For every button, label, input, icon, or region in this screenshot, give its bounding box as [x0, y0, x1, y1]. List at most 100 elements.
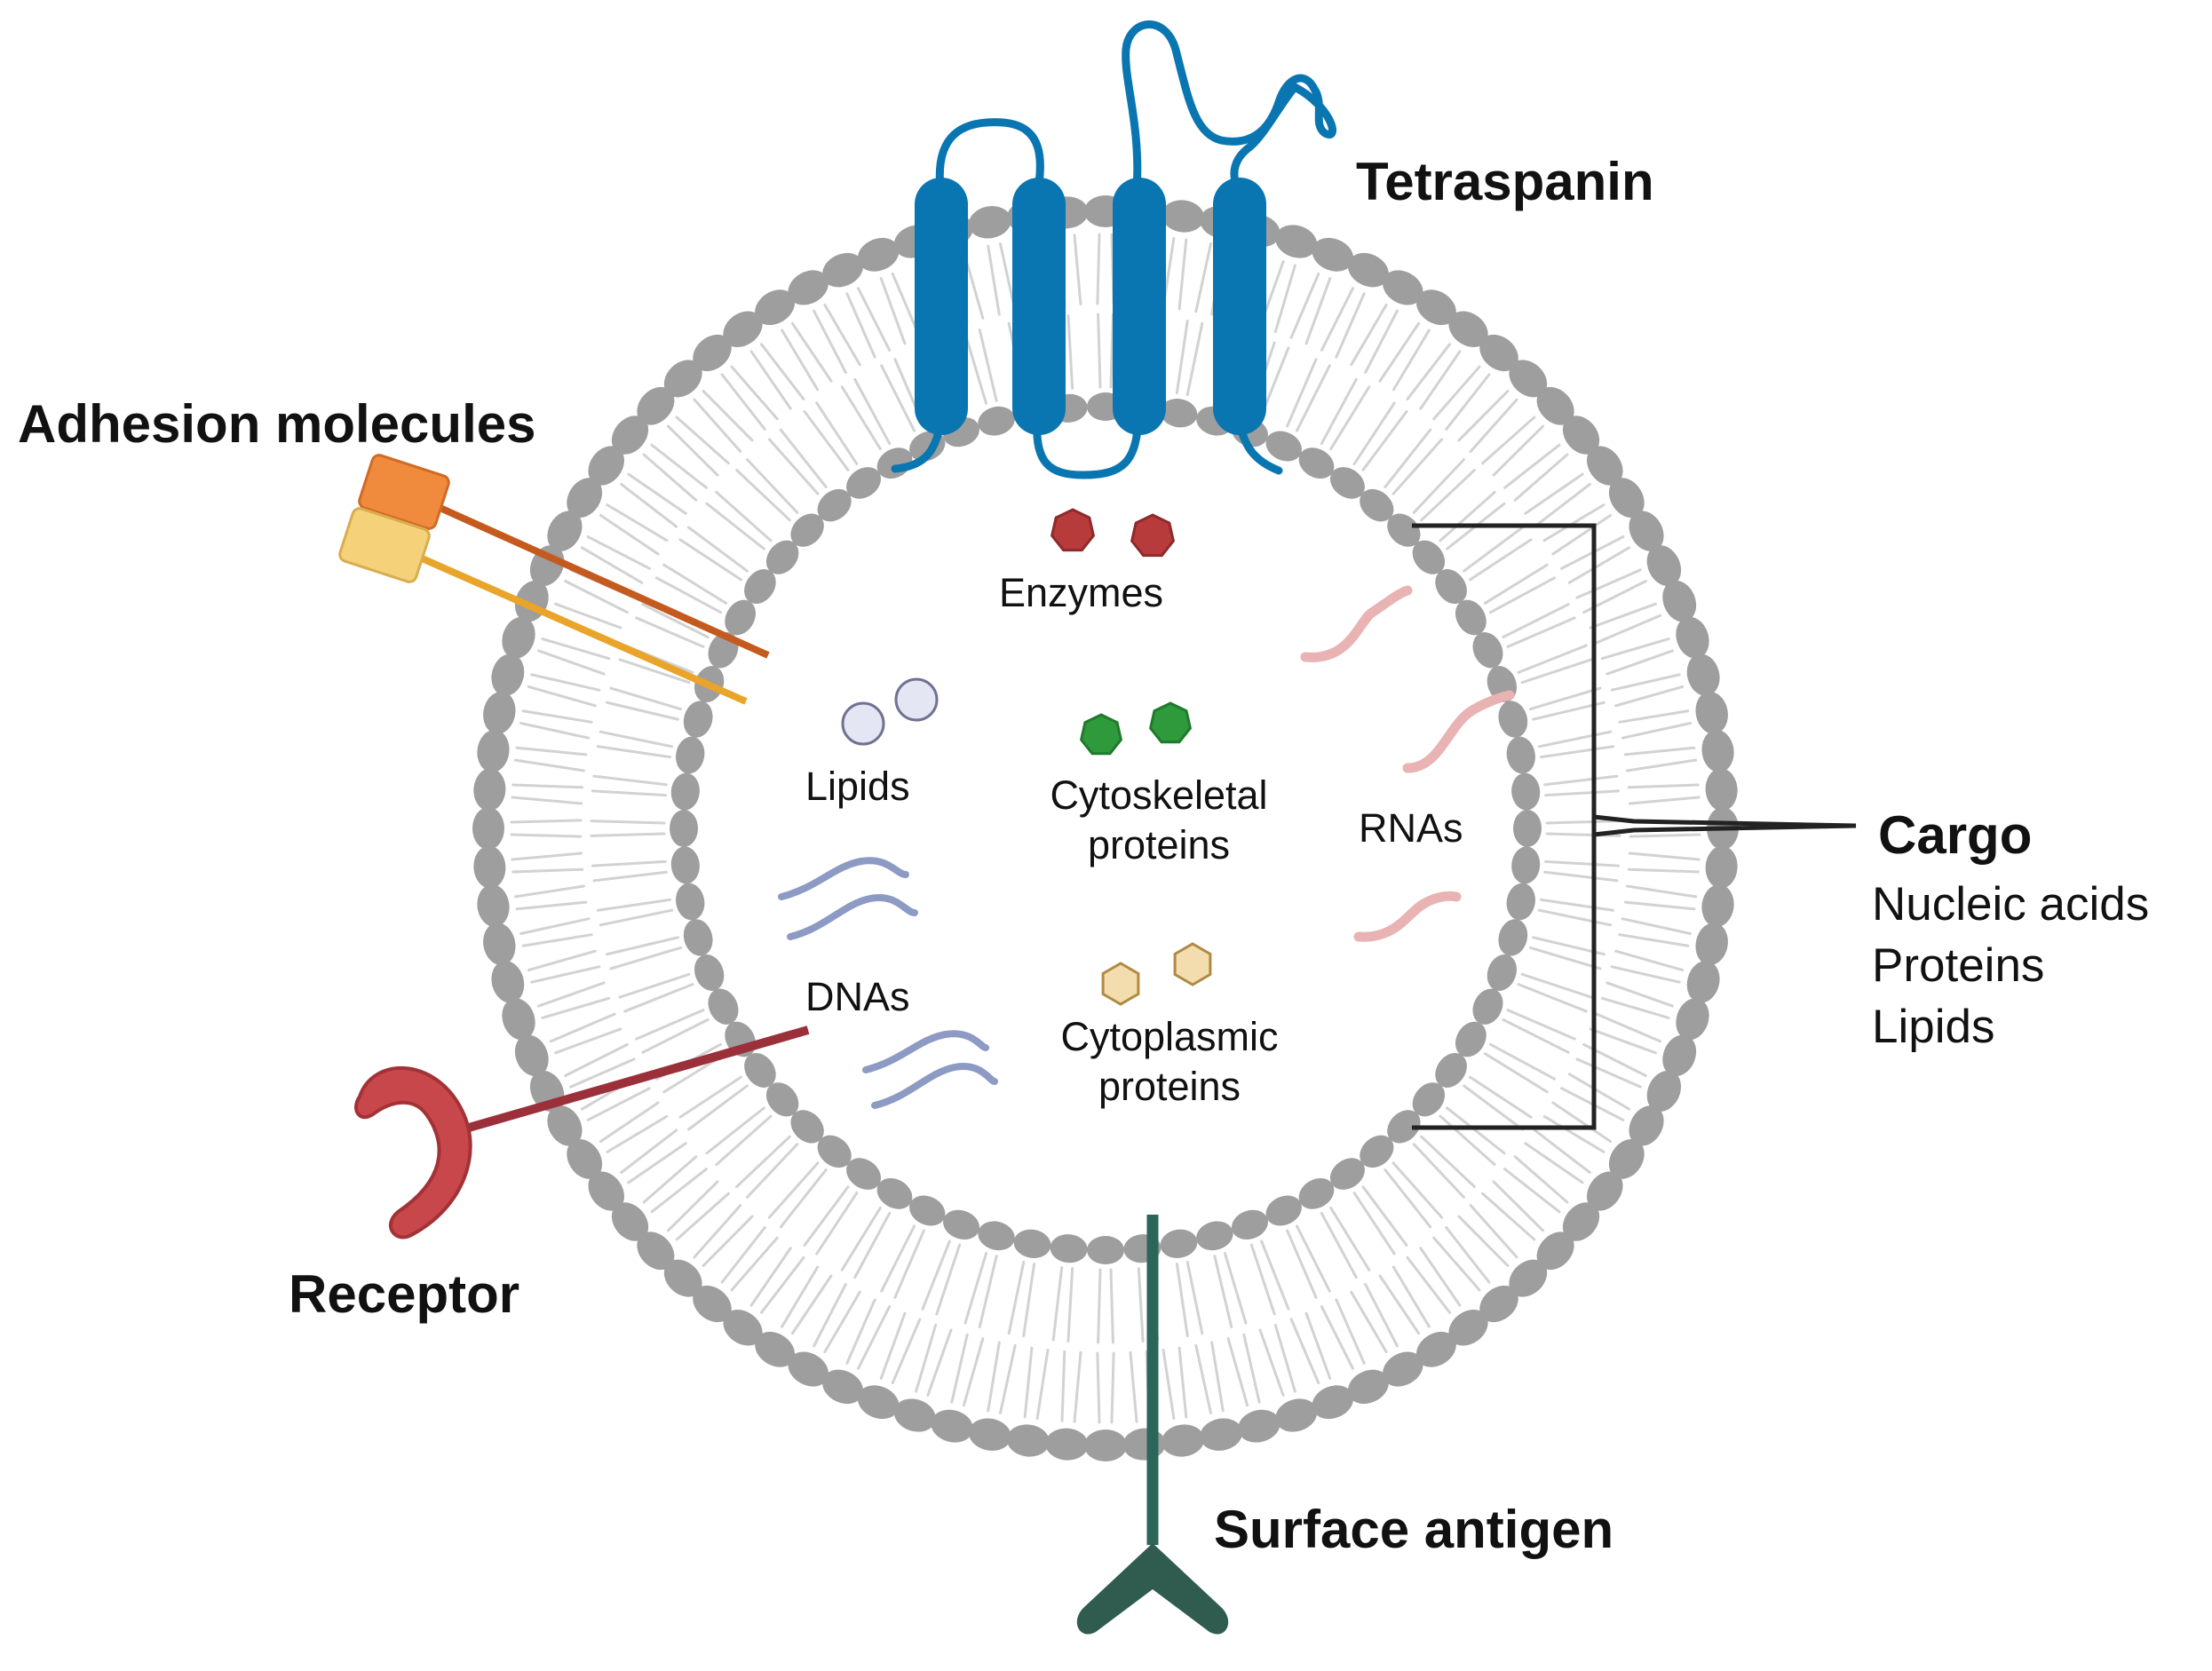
- lipid-tail-outer: [1391, 1265, 1431, 1328]
- lipid-tail-inner: [1383, 428, 1432, 488]
- lipid-tail-outer: [693, 1204, 742, 1259]
- lipid-tail-outer: [650, 1168, 708, 1214]
- lipid-tail-outer: [606, 1114, 669, 1153]
- antigen-y-head: [1076, 1543, 1229, 1635]
- lipid-head-outer: [1701, 884, 1734, 928]
- lipid-tail-outer: [749, 1247, 792, 1307]
- lipid-tail-outer: [1610, 965, 1681, 984]
- lipid-tail-outer: [586, 535, 651, 570]
- lipid-tail-inner: [893, 1229, 925, 1299]
- lipids-label: Lipids: [805, 764, 910, 809]
- lipid-head-outer: [1275, 225, 1318, 258]
- lipid-head-outer: [893, 1398, 936, 1432]
- lipid-tail-inner: [1361, 410, 1408, 471]
- lipid-tail-outer: [549, 1012, 616, 1043]
- lipid-tail-inner: [1391, 1161, 1444, 1219]
- lipid-tail-inner: [1295, 364, 1331, 432]
- dna-icon: [871, 1062, 998, 1109]
- lipid-tail-inner: [1544, 859, 1621, 867]
- lipid-head-outer: [1608, 478, 1645, 519]
- lipid-tail-inner: [978, 1255, 998, 1328]
- lipid-tail-outer: [1618, 933, 1690, 947]
- lipid-tail-inner: [654, 576, 723, 614]
- lipid-head-inner: [1435, 569, 1467, 605]
- lipid-head-inner: [744, 569, 776, 605]
- lipid-head-outer: [567, 478, 603, 519]
- cargo-label: Cargo: [1878, 805, 2033, 865]
- lipid-tail-inner: [1286, 1229, 1318, 1299]
- lipid-tail-outer: [1335, 292, 1366, 359]
- lipid-head-inner: [846, 467, 882, 499]
- lipid-tail-outer: [759, 1255, 805, 1314]
- bracket-outline: [1412, 523, 1597, 1130]
- cargo-icons: [778, 508, 1515, 1109]
- tetraspanin-helix-4: [1213, 178, 1266, 435]
- lipid-head-inner: [1513, 810, 1542, 847]
- lipid-tail-outer: [1273, 1323, 1296, 1393]
- lipid-tail-outer: [521, 709, 593, 724]
- rna-icon: [1353, 891, 1462, 942]
- lipid-tail-inner: [1483, 1052, 1549, 1094]
- lipid-head-inner: [1196, 1221, 1233, 1251]
- lipid-tail-inner: [767, 438, 820, 495]
- lipid-head-inner: [817, 1135, 852, 1168]
- lipid-tail-inner: [596, 745, 672, 759]
- lipid-tail-inner: [609, 686, 682, 711]
- lipid-tail-outer: [527, 685, 597, 708]
- lipid-tail-outer: [1618, 709, 1690, 724]
- lipid-tail-inner: [978, 329, 998, 402]
- lipid-head-inner: [1265, 431, 1302, 462]
- lipid-head-outer: [514, 1034, 549, 1077]
- lipid-tail-inner: [1097, 313, 1102, 389]
- lipid-tail-inner: [599, 730, 674, 748]
- lipid-tail-inner: [678, 1075, 742, 1119]
- lipid-tail-inner: [815, 1192, 859, 1255]
- adhesion-molecule-icon: [338, 454, 770, 705]
- lipid-tail-outer: [1605, 981, 1674, 1008]
- lipid-tail-inner: [779, 428, 828, 488]
- lipid-head-inner: [744, 1052, 776, 1088]
- lipid-tail-outer: [537, 981, 606, 1008]
- bracket-pointer: [1593, 814, 1857, 837]
- lipid-tail-inner: [840, 1206, 882, 1271]
- lipid-tail-inner: [1544, 789, 1621, 797]
- lipid-tail-outer: [586, 1087, 651, 1121]
- lipid-tail-inner: [1420, 469, 1476, 522]
- cytoskeletal-line-1: Cytoskeletal: [1050, 772, 1268, 818]
- lipid-tail-outer: [537, 649, 606, 676]
- lipid-tail-outer: [527, 949, 597, 972]
- lipid-head-outer: [1238, 1409, 1280, 1443]
- lipid-head-inner: [846, 1158, 882, 1190]
- lipid-head-outer: [1122, 1428, 1166, 1461]
- lipid-tail-inner: [1502, 603, 1570, 639]
- lipid-tail-outer: [1610, 673, 1681, 692]
- lipid-tail-inner: [1175, 1262, 1189, 1338]
- enzyme-icon: [1050, 508, 1096, 552]
- dna-icon: [787, 893, 918, 940]
- lipid-tail-outer: [962, 1337, 985, 1407]
- rna-icon: [1402, 690, 1515, 773]
- lipid-tail-inner: [1483, 563, 1549, 605]
- lipid-tail-outer: [513, 884, 586, 899]
- lipid-head-outer: [1415, 289, 1456, 326]
- lipid-head-outer: [968, 206, 1011, 239]
- lipid-head-inner: [670, 810, 698, 847]
- lipid-tail-inner: [1545, 820, 1621, 825]
- lipid-tail-outer: [642, 453, 698, 502]
- dna-icon: [862, 1030, 989, 1073]
- lipid-head-inner: [1498, 919, 1528, 956]
- lipid-tail-outer: [1542, 1114, 1605, 1153]
- lipid-head-outer: [477, 729, 510, 772]
- lipid-tail-outer: [813, 1283, 847, 1348]
- lipid-tail-inner: [803, 410, 850, 471]
- cargo-list: Nucleic acids Proteins Lipids: [1872, 875, 2149, 1058]
- lipid-head-outer: [473, 768, 506, 812]
- lipid-head-outer: [1586, 1171, 1623, 1211]
- lipid-tail-inner: [705, 1106, 765, 1155]
- lipid-tail-outer: [730, 1236, 779, 1292]
- lipid-tail-inner: [1361, 1185, 1408, 1247]
- lipid-tail-inner: [779, 1168, 828, 1229]
- lipid-icon: [841, 701, 885, 746]
- lipid-head-outer: [547, 511, 583, 551]
- lipid-tail-outer: [1419, 1247, 1462, 1307]
